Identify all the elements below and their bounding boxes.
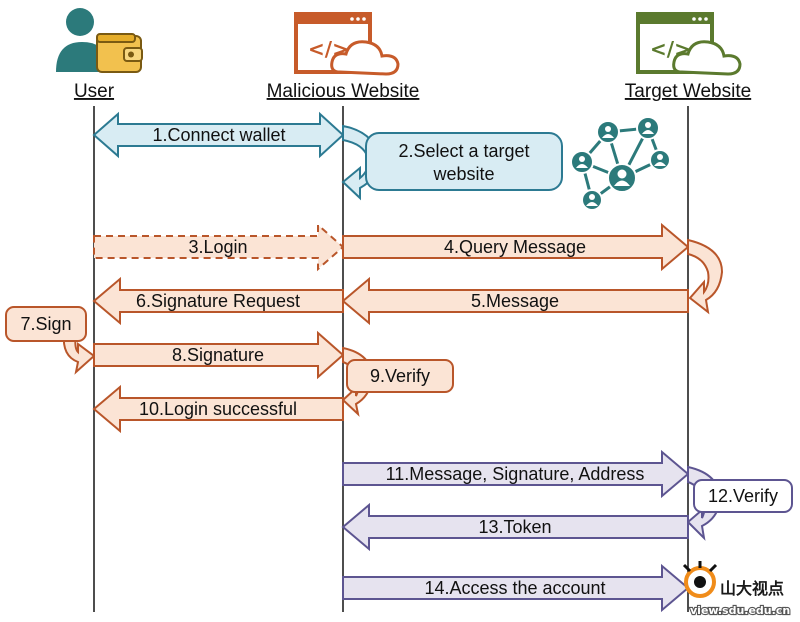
step-10-label: 10.Login successful bbox=[139, 399, 297, 419]
step-1-label: 1.Connect wallet bbox=[152, 125, 285, 145]
self-loop-target-message bbox=[687, 238, 724, 315]
step-9-label: 9.Verify bbox=[370, 366, 430, 386]
step-6-label: 6.Signature Request bbox=[136, 291, 300, 311]
arrow-token bbox=[341, 502, 689, 552]
actor-malicious-label: Malicious Website bbox=[267, 81, 420, 102]
arrow-query-message bbox=[342, 222, 690, 272]
arrow-signature-request bbox=[92, 276, 344, 326]
step-13-label: 13.Token bbox=[478, 517, 551, 537]
network-icon bbox=[570, 116, 671, 211]
actor-user-label: User bbox=[74, 81, 115, 102]
actor-target-label: Target Website bbox=[625, 81, 751, 102]
step-12-box bbox=[693, 479, 793, 513]
step-12-label: 12.Verify bbox=[708, 486, 778, 506]
cloud-icon bbox=[330, 40, 400, 76]
arrow-signature bbox=[93, 330, 345, 380]
step-2-box bbox=[365, 132, 563, 191]
arrow-access-account bbox=[342, 563, 690, 613]
step-11-label: 11.Message, Signature, Address bbox=[386, 464, 645, 484]
arrow-login-successful bbox=[92, 384, 344, 434]
step-8-label: 8.Signature bbox=[172, 345, 264, 365]
step-3-label: 3.Login bbox=[188, 237, 247, 257]
step-14-label: 14.Access the account bbox=[424, 578, 605, 598]
arrow-message-signature-address bbox=[342, 449, 690, 499]
watermark-brand: 山大视点 bbox=[720, 579, 784, 598]
step-4-label: 4.Query Message bbox=[444, 237, 586, 257]
eye-logo-icon bbox=[682, 561, 718, 598]
cloud-icon bbox=[672, 40, 742, 76]
arrow-message bbox=[341, 276, 689, 326]
user-icon bbox=[56, 8, 106, 72]
watermark: 山大视点 view.sdu.edu.cn bbox=[682, 561, 791, 618]
step-7-box bbox=[5, 306, 87, 342]
wallet-icon bbox=[96, 33, 143, 73]
step-2-label-line1: 2.Select a target bbox=[398, 141, 529, 161]
step-9-box bbox=[346, 359, 454, 393]
watermark-url: view.sdu.edu.cn bbox=[690, 604, 790, 617]
step-7-label: 7.Sign bbox=[20, 314, 71, 334]
step-2-label-line2: website bbox=[432, 164, 494, 184]
arrow-login bbox=[93, 222, 345, 272]
step-5-label: 5.Message bbox=[471, 291, 559, 311]
